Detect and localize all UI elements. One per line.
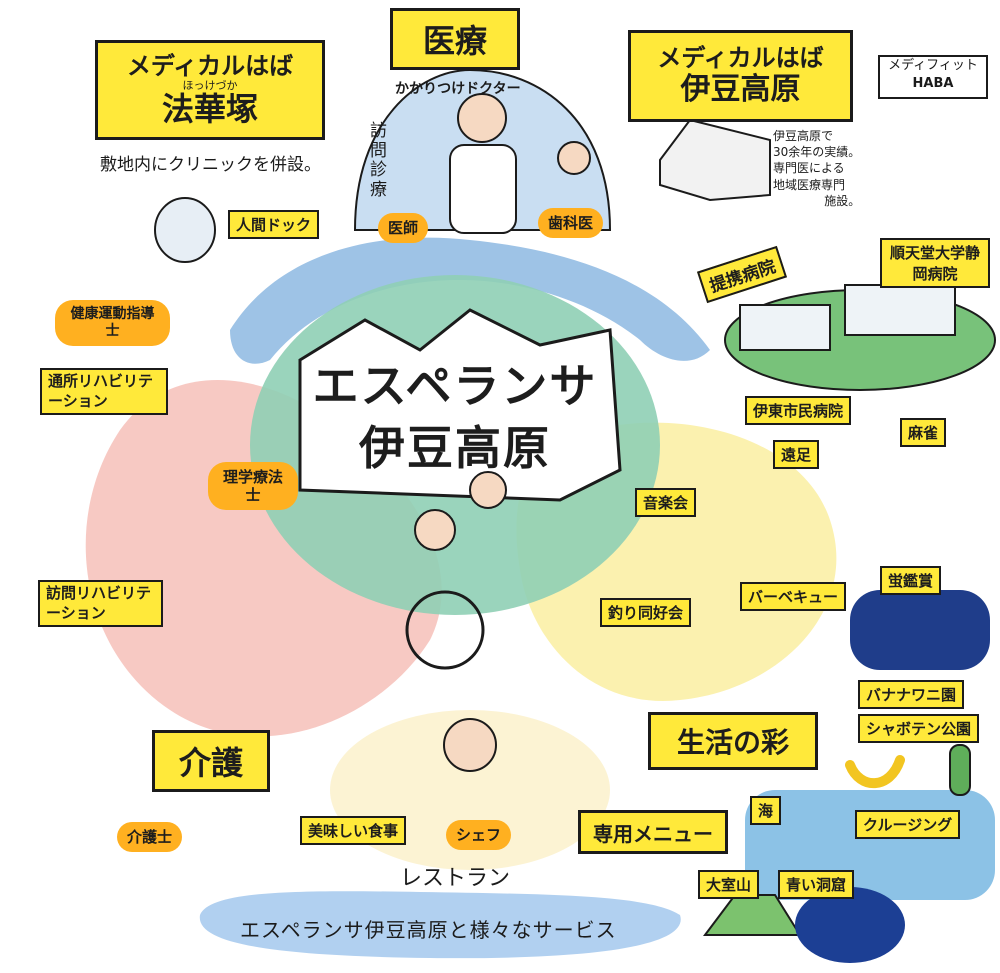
banana-icon xyxy=(845,755,905,789)
hokkezuka-title-line2: 法華塚 xyxy=(161,89,258,128)
ningen-dock-tag: 人間ドック xyxy=(228,210,320,239)
izukogen-note-line: 専門医による xyxy=(773,161,845,176)
banana-croc-tag: バナナワニ園 xyxy=(858,680,965,709)
chef-tag: シェフ xyxy=(446,820,512,850)
cactus-park-tag: シャボテン公園 xyxy=(858,714,980,743)
medifit-line2: HABA xyxy=(912,75,954,91)
wheelchair-wheel xyxy=(405,590,485,670)
hokkezuka-ruby: ほっけづか xyxy=(182,78,238,92)
concert-tag: 音楽会 xyxy=(635,488,697,517)
hospital-building-1 xyxy=(739,304,831,351)
cruising-tag: クルージング xyxy=(855,810,961,839)
izukogen-note-line: 施設。 xyxy=(824,193,861,208)
center-title-line1: エスペランサ xyxy=(312,359,598,413)
blue-cave xyxy=(795,887,905,963)
juntendo-label: 順天堂大学静岡病院 xyxy=(889,244,980,283)
home-visit-label: 訪問診療 xyxy=(370,121,387,200)
caregiver-tag: 介護士 xyxy=(117,822,183,852)
fireflies-sky xyxy=(850,590,990,670)
therapist-label: 理学療法士 xyxy=(222,468,283,504)
izukogen-note: 伊豆高原で 30余年の実績。 専門医による 地域医療専門 施設。 xyxy=(773,128,860,209)
doctor-head xyxy=(457,93,507,143)
footer-caption: エスペランサ伊豆高原と様々なサービス xyxy=(240,918,617,942)
dentist-head xyxy=(557,141,591,175)
dentist-tag: 歯科医 xyxy=(538,208,604,238)
center-sign-shape xyxy=(298,308,622,502)
scanner-icon xyxy=(154,197,216,263)
hokkezuka-title: メディカルはば ほっけづか 法華塚 xyxy=(95,40,325,140)
izukogen-title-line2: 伊豆高原 xyxy=(680,72,801,108)
resident-head xyxy=(414,509,456,551)
restaurant-label: レストラン xyxy=(400,866,511,891)
clinic-building xyxy=(659,118,771,202)
hokkezuka-note: 敷地内にクリニックを併設。 xyxy=(100,155,321,175)
izukogen-note-line: 地域医療専門 xyxy=(773,177,846,192)
izukogen-title: メディカルはば 伊豆高原 xyxy=(628,30,853,122)
omuroyama-mountain xyxy=(703,894,802,936)
center-title-line2: 伊豆高原 xyxy=(359,421,551,476)
companion-head xyxy=(469,471,507,509)
life-title: 生活の彩 xyxy=(648,712,818,770)
footer-blob xyxy=(199,891,681,959)
excursion-tag: 遠足 xyxy=(773,440,820,469)
therapist-tag: 理学療法士 xyxy=(208,462,298,510)
care-title: 介護 xyxy=(152,730,270,792)
hospital-building-2 xyxy=(844,284,956,336)
sea-tag: 海 xyxy=(750,796,782,825)
cactus-icon xyxy=(949,744,971,796)
juntendo-tag: 順天堂大学静岡病院 xyxy=(880,238,990,288)
health-instructor-label: 健康運動指導士 xyxy=(70,306,155,339)
hokkezuka-title-line1: メディカルはば xyxy=(126,52,294,81)
bbq-tag: バーベキュー xyxy=(740,582,847,611)
izukogen-note-line: 伊豆高原で xyxy=(773,129,834,143)
blue-cave-tag: 青い洞窟 xyxy=(778,870,855,899)
visit-rehab-label: 訪問リハビリテーション xyxy=(46,584,152,622)
medical-title: 医療 xyxy=(390,8,520,70)
itoh-tag: 伊東市民病院 xyxy=(745,396,852,425)
fireflies-tag: 蛍鑑賞 xyxy=(880,566,942,595)
izukogen-note-line: 30余年の実績。 xyxy=(773,145,861,160)
doctor-caption: かかりつけドクター xyxy=(395,81,521,97)
menu-title: 専用メニュー xyxy=(578,810,728,854)
chef-head xyxy=(443,718,497,772)
visit-rehab-tag: 訪問リハビリテーション xyxy=(38,580,163,627)
mahjong-tag: 麻雀 xyxy=(900,418,947,447)
medifit-label: メディフィット HABA xyxy=(878,55,988,99)
day-rehab-tag: 通所リハビリテーション xyxy=(40,368,168,415)
doctor-tag: 医師 xyxy=(378,213,429,243)
izukogen-title-line1: メディカルはば xyxy=(657,43,824,72)
day-rehab-label: 通所リハビリテーション xyxy=(48,372,154,410)
fishing-tag: 釣り同好会 xyxy=(600,598,692,627)
center-title: エスペランサ 伊豆高原 xyxy=(290,355,620,479)
health-instructor-tag: 健康運動指導士 xyxy=(55,300,170,346)
tasty-meal-tag: 美味しい食事 xyxy=(300,816,407,845)
doctor-coat xyxy=(449,144,517,234)
medifit-line1: メディフィット xyxy=(888,58,978,73)
medical-area-blob xyxy=(230,237,710,364)
omuroyama-tag: 大室山 xyxy=(698,870,760,899)
